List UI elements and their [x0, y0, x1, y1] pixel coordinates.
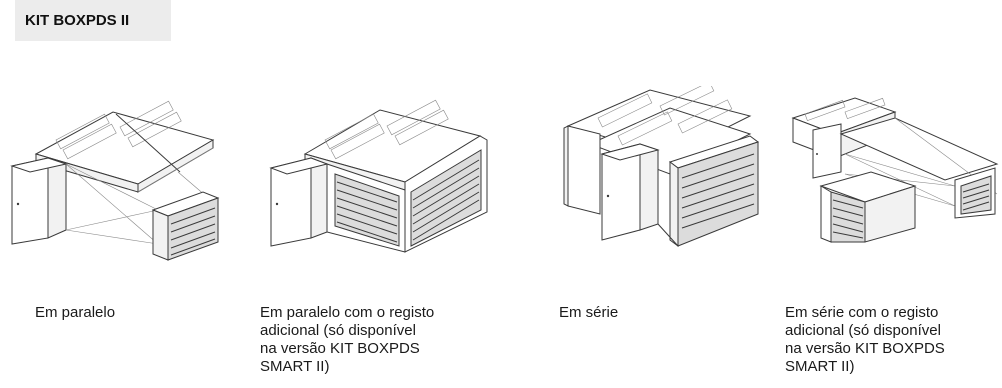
series-installation-diagram [563, 86, 760, 247]
caption-line: adicional (só disponível [260, 322, 416, 339]
caption-line: adicional (só disponível [785, 322, 941, 339]
caption-line: Em paralelo [35, 304, 116, 321]
caption-line: SMART II) [260, 358, 330, 375]
caption-parallel-with-damper: Em paralelo com o registo adicional (só … [260, 304, 490, 376]
section-title: KIT BOXPDS II [15, 0, 171, 41]
caption-line: na versão KIT BOXPDS [785, 340, 945, 357]
series-with-damper-diagram [791, 97, 999, 243]
caption-line: na versão KIT BOXPDS [260, 340, 420, 357]
caption-series-with-damper: Em série com o registo adicional (só dis… [785, 304, 995, 376]
caption-parallel: Em paralelo [35, 304, 265, 322]
caption-line: Em paralelo com o registo [260, 304, 435, 321]
section-title-text: KIT BOXPDS II [25, 12, 130, 29]
caption-line: Em série com o registo [785, 304, 939, 321]
caption-line: SMART II) [785, 358, 855, 375]
parallel-installation-diagram [10, 100, 220, 261]
caption-series: Em série [559, 304, 789, 322]
caption-line: Em série [559, 304, 619, 321]
parallel-with-damper-diagram [269, 99, 488, 253]
